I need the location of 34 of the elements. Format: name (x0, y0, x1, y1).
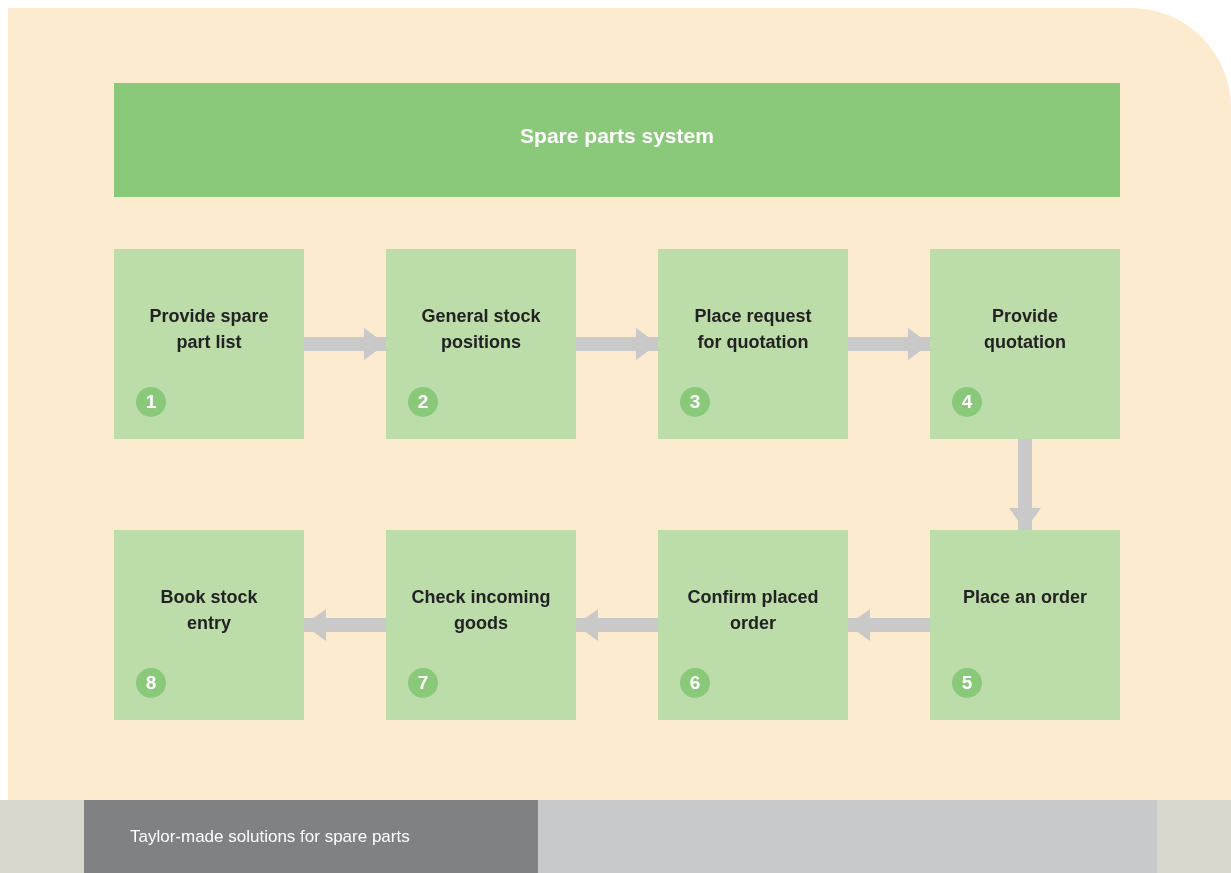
process-box (658, 249, 848, 439)
step-title: Provide quotation (983, 305, 1067, 354)
step-title: Provide spare part list (148, 305, 270, 354)
step-title: Check incoming goods (410, 586, 552, 635)
arrow (848, 328, 930, 360)
process-box (114, 249, 304, 439)
step-title: Confirm placed order (686, 586, 820, 635)
arrow (576, 328, 658, 360)
step-number: 1 (136, 387, 166, 417)
step-title: Book stock entry (159, 586, 259, 635)
process-box (930, 530, 1120, 720)
step-title: Place request for quotation (693, 305, 813, 354)
process-box (930, 249, 1120, 439)
step-number: 6 (680, 668, 710, 698)
system-title: Spare parts system (519, 124, 715, 148)
process-box (658, 530, 848, 720)
step-number: 4 (952, 387, 982, 417)
arrow (576, 609, 658, 641)
step-title: Place an order (961, 586, 1089, 609)
arrow (304, 609, 386, 641)
step-number: 5 (952, 668, 982, 698)
step-number: 3 (680, 387, 710, 417)
step-number: 2 (408, 387, 438, 417)
arrow (848, 609, 930, 641)
step-title: General stock positions (420, 305, 542, 354)
step-number: 7 (408, 668, 438, 698)
footer-text: Taylor-made solutions for spare parts (84, 800, 538, 873)
arrow (304, 328, 386, 360)
process-box (386, 249, 576, 439)
arrow (1009, 439, 1041, 530)
process-box (114, 530, 304, 720)
header-bar (114, 83, 1120, 197)
step-number: 8 (136, 668, 166, 698)
process-box (386, 530, 576, 720)
